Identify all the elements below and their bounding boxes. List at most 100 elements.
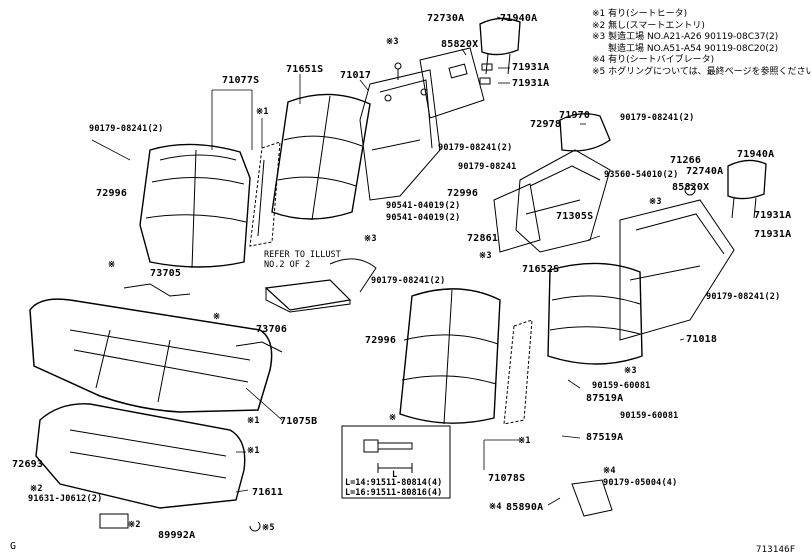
part-85820X-b[interactable]: 85820X bbox=[672, 182, 710, 193]
part-90179-08241-c[interactable]: 90179-08241(2) bbox=[438, 143, 513, 153]
part-73706[interactable]: 73706 bbox=[256, 324, 288, 335]
marker-2-b: ※2 bbox=[128, 520, 141, 530]
part-71931A-d[interactable]: 71931A bbox=[754, 229, 792, 240]
marker-3-b: ※3 bbox=[649, 197, 662, 207]
marker-1-a: ※1 bbox=[256, 107, 269, 117]
seat-back-left bbox=[139, 143, 251, 269]
part-71931A-c[interactable]: 71931A bbox=[754, 210, 792, 221]
part-71931A-a[interactable]: 71931A bbox=[512, 62, 550, 73]
marker-b: ※ bbox=[213, 312, 221, 322]
leader-lines bbox=[91, 16, 685, 506]
part-71017[interactable]: 71017 bbox=[340, 70, 372, 81]
part-90179-05004[interactable]: 90179-05004(4) bbox=[603, 478, 678, 488]
marker-3-c: ※3 bbox=[364, 234, 377, 244]
seat-back-cover-right bbox=[547, 262, 643, 365]
bolt-box-marker: ※ bbox=[389, 413, 397, 423]
bolt-dim-label: L bbox=[392, 470, 398, 480]
part-71305S[interactable]: 71305S bbox=[556, 211, 594, 222]
part-90541-04019-b[interactable]: 90541-04019(2) bbox=[386, 213, 461, 223]
part-71940A-top[interactable]: 71940A bbox=[500, 13, 538, 24]
note-4: ※4 有り(シートバイブレータ) bbox=[592, 55, 715, 65]
part-91631-J0612[interactable]: 91631-J0612(2) bbox=[28, 494, 103, 504]
part-85820X-top[interactable]: 85820X bbox=[441, 39, 479, 50]
hog-ring bbox=[249, 521, 261, 532]
marker-1-c: ※1 bbox=[247, 446, 260, 456]
part-87519A-a[interactable]: 87519A bbox=[586, 393, 624, 404]
part-89992A[interactable]: 89992A bbox=[158, 530, 196, 541]
part-93560-54010[interactable]: 93560-54010(2) bbox=[604, 170, 679, 180]
note-3: ※3 製造工場 NO.A21-A26 90119-08C37(2) bbox=[592, 32, 779, 42]
part-90179-08241-a[interactable]: 90179-08241(2) bbox=[89, 124, 164, 134]
part-90159-60081-a[interactable]: 90159-60081 bbox=[592, 381, 651, 391]
cushion-frame bbox=[35, 403, 246, 509]
part-72730A[interactable]: 72730A bbox=[427, 13, 465, 24]
part-71652S[interactable]: 71652S bbox=[522, 264, 560, 275]
seat-back-cover-center bbox=[271, 93, 371, 221]
seat-cushion bbox=[29, 298, 273, 413]
note-3b: 製造工場 NO.A51-A54 90119-08C20(2) bbox=[608, 43, 779, 54]
marker-4-b: ※4 bbox=[489, 502, 502, 512]
part-90179-08241-b[interactable]: 90179-08241(2) bbox=[620, 113, 695, 123]
part-73705[interactable]: 73705 bbox=[150, 268, 182, 279]
part-72996-c[interactable]: 72996 bbox=[365, 335, 397, 346]
headrest-upper bbox=[479, 17, 521, 85]
part-71931A-b[interactable]: 71931A bbox=[512, 78, 550, 89]
notes-legend: ※1 有り(シートヒータ) ※2 無し(スマートエントリ) ※3 製造工場 NO… bbox=[592, 9, 811, 78]
part-72740A[interactable]: 72740A bbox=[686, 166, 724, 177]
part-71075B[interactable]: 71075B bbox=[280, 416, 318, 427]
part-85890A[interactable]: 85890A bbox=[506, 502, 544, 513]
side-cover bbox=[493, 183, 541, 253]
bolt-line-1: L=14:91511-80814(4) bbox=[345, 478, 443, 488]
marker-3-d: ※3 bbox=[479, 251, 492, 261]
part-71651S[interactable]: 71651S bbox=[286, 64, 324, 75]
part-90179-08241-f[interactable]: 90179-08241(2) bbox=[706, 292, 781, 302]
note-5: ※5 ホグリングについては、最終ページを参照ください bbox=[592, 66, 811, 77]
part-72996-a[interactable]: 72996 bbox=[96, 188, 128, 199]
marker-3-e: ※3 bbox=[624, 366, 637, 376]
part-90159-60081-b[interactable]: 90159-60081 bbox=[620, 411, 679, 421]
part-72861[interactable]: 72861 bbox=[467, 233, 499, 244]
part-87519A-b[interactable]: 87519A bbox=[586, 432, 624, 443]
armrest-box-ref bbox=[264, 258, 377, 313]
refer-note: REFER TO ILLUST NO.2 OF 2 bbox=[264, 250, 341, 270]
corner-mark: G bbox=[10, 541, 17, 552]
figure-code: 713146F bbox=[756, 545, 796, 555]
part-72996-b[interactable]: 72996 bbox=[447, 188, 479, 199]
seat-frame-center bbox=[515, 149, 611, 253]
marker-3-a: ※3 bbox=[386, 37, 399, 47]
heater-pad-lower bbox=[503, 319, 533, 425]
bolt-line-2: L=16:91511-80816(4) bbox=[345, 488, 443, 498]
part-90179-08241-d[interactable]: 90179-08241 bbox=[458, 162, 517, 172]
seat-back-lower bbox=[399, 288, 501, 425]
headrest-support-upper bbox=[394, 47, 485, 119]
part-72978[interactable]: 72978 bbox=[530, 119, 562, 130]
part-71970[interactable]: 71970 bbox=[559, 110, 591, 121]
marker-1-d: ※1 bbox=[518, 436, 531, 446]
seat-frame-right bbox=[619, 184, 735, 341]
headrest-right bbox=[727, 159, 767, 219]
part-72693[interactable]: 72693 bbox=[12, 459, 44, 470]
part-71078S[interactable]: 71078S bbox=[488, 473, 526, 484]
note-1: ※1 有り(シートヒータ) bbox=[592, 9, 688, 19]
part-90541-04019-a[interactable]: 90541-04019(2) bbox=[386, 201, 461, 211]
marker-2-a: ※2 bbox=[30, 484, 43, 494]
heater-pad-upper bbox=[249, 141, 281, 247]
refer-line-1: REFER TO ILLUST bbox=[264, 250, 341, 260]
note-2: ※2 無し(スマートエントリ) bbox=[592, 20, 705, 31]
part-71077S[interactable]: 71077S bbox=[222, 75, 260, 86]
wire-harness bbox=[99, 283, 613, 529]
marker-4-a: ※4 bbox=[603, 466, 616, 476]
marker-5: ※5 bbox=[262, 523, 275, 533]
seat-frame-upper bbox=[359, 69, 441, 201]
refer-line-2: NO.2 OF 2 bbox=[264, 260, 311, 270]
marker-1-b: ※1 bbox=[247, 416, 260, 426]
bolt-detail-box bbox=[341, 425, 451, 499]
marker-a: ※ bbox=[108, 260, 116, 270]
part-90179-08241-e[interactable]: 90179-08241(2) bbox=[371, 276, 446, 286]
part-71940A-b[interactable]: 71940A bbox=[737, 149, 775, 160]
part-71266[interactable]: 71266 bbox=[670, 155, 702, 166]
part-71018[interactable]: 71018 bbox=[686, 334, 718, 345]
part-71611[interactable]: 71611 bbox=[252, 487, 284, 498]
